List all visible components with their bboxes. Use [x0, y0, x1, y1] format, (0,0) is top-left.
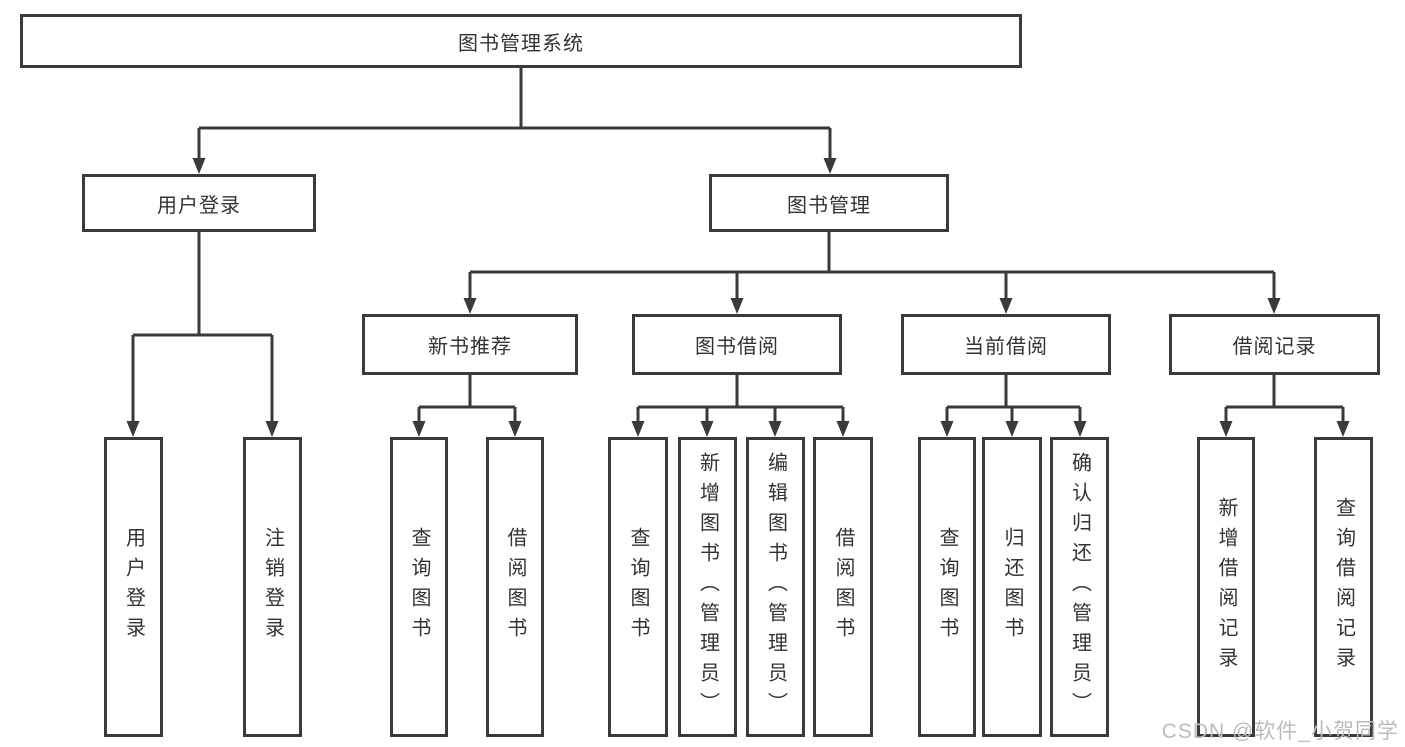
node-current-borrow: 当前借阅 — [901, 314, 1111, 375]
leaf-query-books-borrow-label: 查询图书 — [627, 527, 649, 647]
leaf-user-login-label: 用户登录 — [122, 527, 145, 647]
leaf-borrow-books-rec: 借阅图书 — [486, 437, 544, 737]
node-book-borrow-label: 图书借阅 — [695, 336, 779, 358]
leaf-add-borrow-record: 新增借阅记录 — [1197, 437, 1255, 737]
node-user-login: 用户登录 — [82, 174, 316, 232]
node-root: 图书管理系统 — [20, 14, 1022, 68]
leaf-logout: 注销登录 — [243, 437, 302, 737]
watermark: CSDN @软件_小贺同学 — [1161, 720, 1399, 743]
leaf-query-books-current: 查询图书 — [918, 437, 976, 737]
leaf-query-borrow-record: 查询借阅记录 — [1314, 437, 1373, 737]
node-book-management-label: 图书管理 — [787, 194, 871, 217]
leaf-borrow-books-rec-label: 借阅图书 — [504, 527, 526, 647]
node-book-borrow: 图书借阅 — [632, 314, 842, 375]
leaf-add-books-admin-label: 新增图书（管理员） — [696, 452, 719, 722]
node-new-book-recommend: 新书推荐 — [362, 314, 578, 375]
leaf-confirm-return-admin-label: 确认归还（管理员） — [1068, 452, 1091, 722]
leaf-borrow-books-label: 借阅图书 — [832, 527, 854, 647]
leaf-query-books-current-label: 查询图书 — [936, 527, 958, 647]
leaf-add-books-admin: 新增图书（管理员） — [678, 437, 737, 737]
node-borrow-records: 借阅记录 — [1169, 314, 1380, 375]
node-new-book-recommend-label: 新书推荐 — [428, 336, 512, 358]
leaf-logout-label: 注销登录 — [261, 527, 284, 647]
node-user-login-label: 用户登录 — [157, 194, 241, 217]
leaf-query-books-rec-label: 查询图书 — [408, 527, 430, 647]
node-current-borrow-label: 当前借阅 — [964, 336, 1048, 358]
node-root-label: 图书管理系统 — [458, 32, 584, 55]
leaf-return-books-label: 归还图书 — [1001, 527, 1023, 647]
leaf-query-borrow-record-label: 查询借阅记录 — [1332, 497, 1355, 677]
leaf-query-books-borrow: 查询图书 — [608, 437, 668, 737]
leaf-confirm-return-admin: 确认归还（管理员） — [1050, 437, 1109, 737]
leaf-edit-books-admin-label: 编辑图书（管理员） — [764, 452, 787, 722]
leaf-add-borrow-record-label: 新增借阅记录 — [1215, 497, 1237, 677]
leaf-edit-books-admin: 编辑图书（管理员） — [746, 437, 805, 737]
node-book-management: 图书管理 — [709, 174, 949, 232]
arrowheads — [126, 158, 1350, 437]
leaf-borrow-books: 借阅图书 — [813, 437, 873, 737]
leaf-user-login: 用户登录 — [104, 437, 163, 737]
leaf-return-books: 归还图书 — [982, 437, 1042, 737]
leaf-query-books-rec: 查询图书 — [390, 437, 448, 737]
node-borrow-records-label: 借阅记录 — [1232, 336, 1317, 358]
